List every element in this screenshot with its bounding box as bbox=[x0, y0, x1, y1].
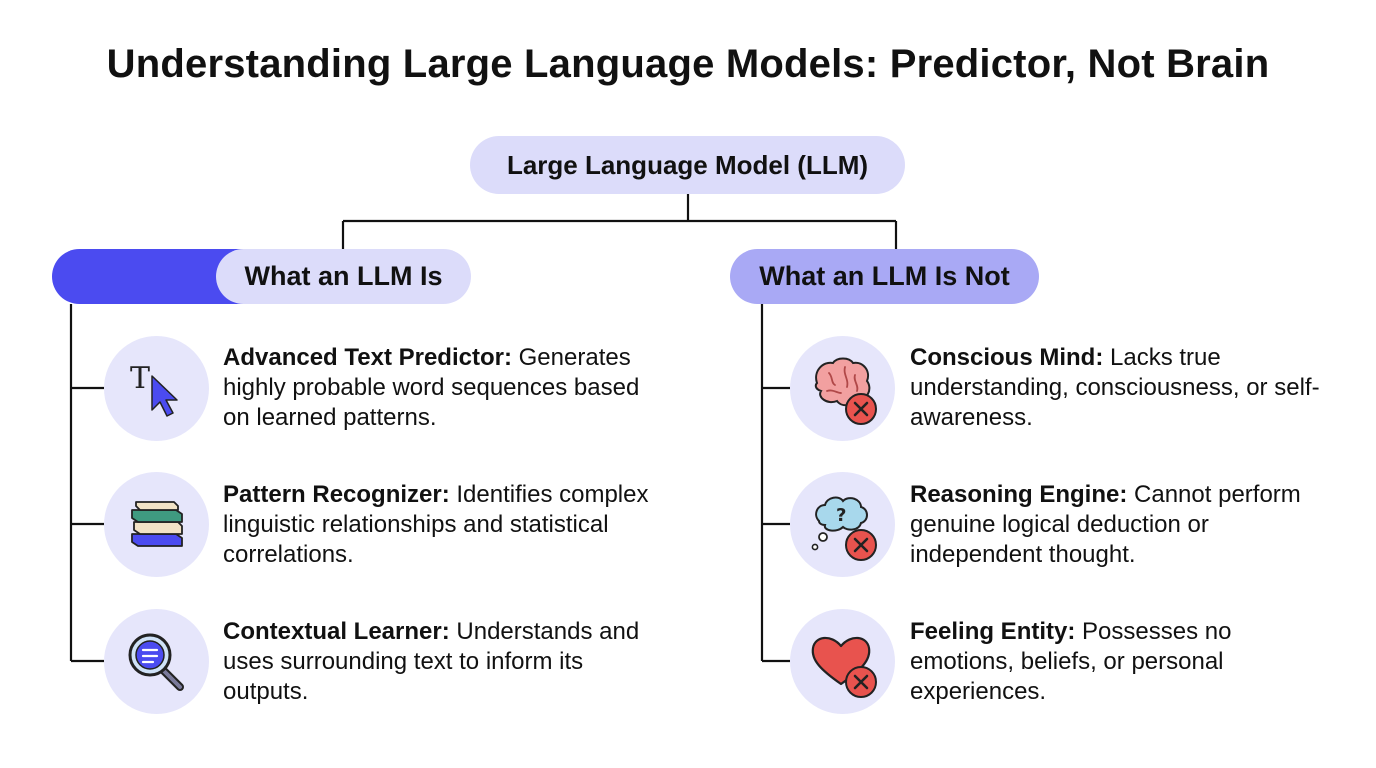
right-heading: What an LLM Is Not bbox=[730, 249, 1039, 304]
heart-x-icon bbox=[790, 609, 895, 714]
item-desc: Identifies complex linguistic relationsh… bbox=[223, 481, 649, 568]
list-item: Advanced Text Predictor: Generates highl… bbox=[223, 343, 653, 433]
item-term: Conscious Mind: bbox=[910, 344, 1104, 371]
svg-text:T: T bbox=[130, 361, 150, 396]
page-title: Understanding Large Language Models: Pre… bbox=[106, 42, 1270, 86]
item-term: Reasoning Engine: bbox=[910, 481, 1128, 508]
item-term: Contextual Learner: bbox=[223, 618, 450, 645]
magnifier-icon bbox=[104, 609, 209, 714]
list-item: Contextual Learner: Understands and uses… bbox=[223, 617, 653, 707]
item-desc: Understands and uses surrounding text to… bbox=[223, 618, 640, 705]
brain-x-icon bbox=[790, 336, 895, 441]
item-term: Pattern Recognizer: bbox=[223, 481, 450, 508]
root-node: Large Language Model (LLM) bbox=[470, 136, 905, 194]
text-cursor-icon: T bbox=[104, 336, 209, 441]
svg-text:?: ? bbox=[836, 505, 846, 526]
list-item: Reasoning Engine: Cannot perform genuine… bbox=[910, 480, 1340, 570]
item-desc: Lacks true understanding, consciousness,… bbox=[910, 344, 1320, 431]
item-term: Advanced Text Predictor: bbox=[223, 344, 512, 371]
item-desc: Generates highly probable word sequences… bbox=[223, 344, 640, 431]
left-heading: What an LLM Is bbox=[216, 249, 471, 304]
book-stack-icon bbox=[104, 472, 209, 577]
thought-bubble-x-icon: ? bbox=[790, 472, 895, 577]
list-item: Conscious Mind: Lacks true understanding… bbox=[910, 343, 1340, 433]
item-desc: Cannot perform genuine logical deduction… bbox=[910, 481, 1301, 568]
item-term: Feeling Entity: bbox=[910, 618, 1076, 645]
list-item: Pattern Recognizer: Identifies complex l… bbox=[223, 480, 653, 570]
item-desc: Possesses no emotions, beliefs, or perso… bbox=[910, 618, 1232, 705]
list-item: Feeling Entity: Possesses no emotions, b… bbox=[910, 617, 1340, 707]
